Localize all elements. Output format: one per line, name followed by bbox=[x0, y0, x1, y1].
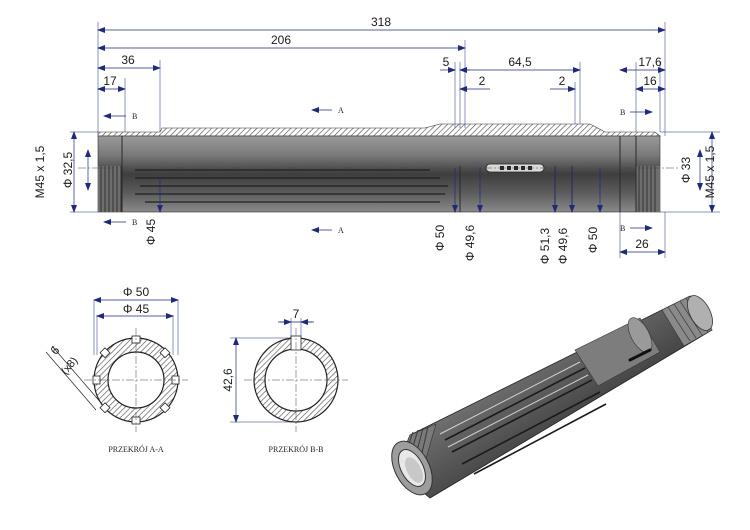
svg-text:A: A bbox=[338, 106, 344, 115]
section-marker-a-top: A bbox=[311, 106, 344, 115]
diameter-33: Φ 33 bbox=[679, 157, 693, 184]
section-marker-b-right-bottom: B bbox=[620, 224, 653, 233]
diameter-49-6a: Φ 49,6 bbox=[463, 225, 477, 262]
section-a-caption: PRZEKRÓJ A-A bbox=[108, 444, 164, 454]
diameter-45: Φ 45 bbox=[144, 219, 158, 246]
section-a-splines bbox=[92, 335, 180, 425]
dim-36: 36 bbox=[121, 53, 135, 67]
diameter-32-5: Φ 32,5 bbox=[61, 152, 75, 189]
dim-2a: 2 bbox=[479, 74, 486, 88]
section-marker-b-left-bottom: B bbox=[103, 218, 137, 227]
section-a-a: Φ 50 Φ 45 6 (x8) PRZEKRÓJ A-A bbox=[45, 285, 188, 454]
svg-text:A: A bbox=[338, 226, 344, 235]
svg-text:B: B bbox=[132, 218, 137, 227]
section-marker-a-bottom: A bbox=[311, 226, 344, 235]
section-a-d50-label: Φ 50 bbox=[123, 285, 150, 299]
shaft-hatched-section bbox=[97, 123, 661, 137]
diameter-49-6b: Φ 49,6 bbox=[556, 228, 570, 265]
dim-17-6: 17,6 bbox=[638, 55, 662, 69]
section-marker-b-right-top: B bbox=[620, 108, 653, 117]
dim-206: 206 bbox=[271, 33, 291, 47]
thread-left-label: M45 x 1,5 bbox=[33, 145, 47, 198]
shaft-side-view bbox=[78, 123, 680, 213]
dim-17: 17 bbox=[103, 74, 117, 88]
section-a-d45-label: Φ 45 bbox=[123, 302, 150, 316]
spline-grooves bbox=[135, 169, 448, 203]
shaft-3d-render bbox=[391, 295, 713, 499]
diameter-50a: Φ 50 bbox=[433, 225, 447, 252]
thread-right-label: M45 x 1,5 bbox=[703, 145, 717, 198]
svg-text:B: B bbox=[620, 224, 625, 233]
section-b-b: 7 42,6 PRZEKRÓJ B-B bbox=[221, 307, 348, 454]
shaft-body bbox=[97, 135, 661, 213]
dim-2b: 2 bbox=[559, 74, 566, 88]
dim-318: 318 bbox=[371, 15, 391, 29]
dim-5: 5 bbox=[443, 55, 450, 69]
section-b-caption: PRZEKRÓJ B-B bbox=[269, 444, 324, 454]
section-b-depth: 42,6 bbox=[221, 368, 235, 392]
right-thread bbox=[636, 166, 660, 212]
section-b-key-width: 7 bbox=[293, 307, 300, 321]
section-marker-b-left-top: B bbox=[103, 112, 137, 121]
svg-text:B: B bbox=[620, 108, 625, 117]
dim-26: 26 bbox=[635, 237, 649, 251]
dim-64-5: 64,5 bbox=[508, 55, 532, 69]
dim-16: 16 bbox=[643, 74, 657, 88]
dimension-lines bbox=[71, 27, 715, 255]
left-thread bbox=[98, 166, 122, 212]
diameter-51-3: Φ 51,3 bbox=[538, 228, 552, 265]
svg-text:B: B bbox=[132, 112, 137, 121]
diameter-50b: Φ 50 bbox=[586, 227, 600, 254]
